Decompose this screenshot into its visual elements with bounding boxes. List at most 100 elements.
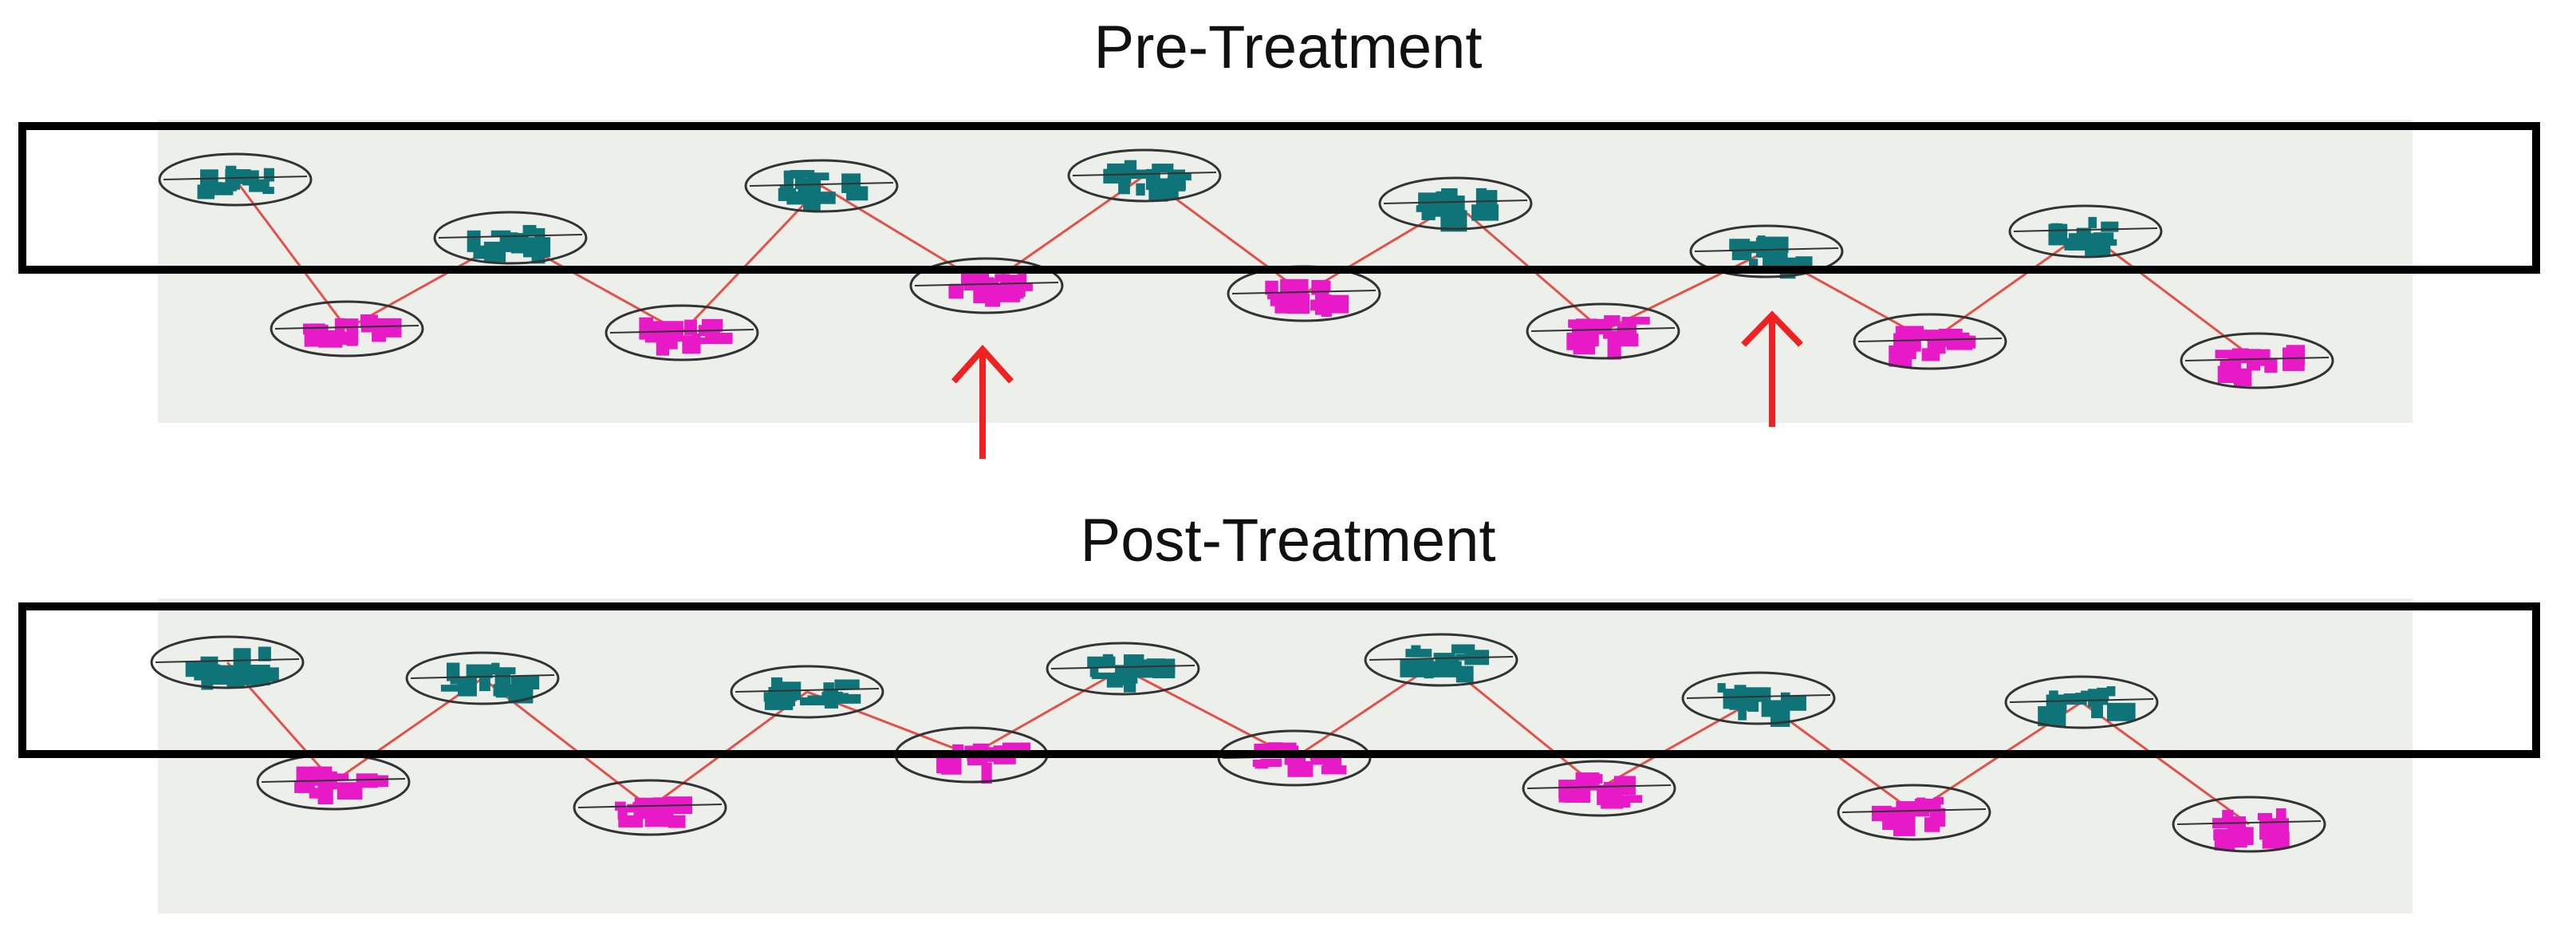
pre-treatment-title: Pre-Treatment bbox=[1093, 14, 1483, 81]
blob-block bbox=[1621, 317, 1650, 325]
blob-block bbox=[846, 186, 869, 201]
cluster-ellipse bbox=[730, 665, 884, 719]
teal-cluster-7 bbox=[2038, 686, 2136, 727]
teal-cluster-1 bbox=[185, 646, 279, 690]
blob-block bbox=[808, 172, 829, 180]
blob-block bbox=[534, 227, 546, 247]
blob-block bbox=[1321, 297, 1332, 317]
cluster-ellipse bbox=[1522, 760, 1676, 817]
blob-block bbox=[1893, 333, 1921, 352]
blob-block bbox=[258, 646, 271, 661]
blob-block bbox=[834, 679, 860, 690]
ellipse-axis bbox=[1369, 656, 1514, 661]
blob-block bbox=[1311, 279, 1329, 295]
teal-cluster-1 bbox=[197, 165, 274, 199]
blob-block bbox=[682, 335, 701, 354]
blob-block bbox=[661, 338, 678, 350]
ellipse-axis bbox=[1694, 247, 1839, 252]
cluster-ellipse bbox=[270, 300, 424, 357]
blob-block bbox=[1784, 695, 1806, 711]
blob-block bbox=[803, 192, 821, 211]
ellipse-axis bbox=[438, 234, 583, 239]
blob-block bbox=[995, 274, 1010, 282]
blob-block bbox=[1089, 665, 1099, 677]
blob-block bbox=[1748, 259, 1759, 271]
cluster-ellipse bbox=[2004, 675, 2159, 729]
blob-block bbox=[1921, 332, 1947, 340]
blob-block bbox=[1167, 176, 1186, 191]
blob-block bbox=[1729, 243, 1751, 251]
blob-block bbox=[479, 675, 490, 692]
blob-block bbox=[1780, 692, 1790, 709]
cluster-ellipse bbox=[2008, 204, 2163, 259]
blob-block bbox=[1581, 318, 1608, 335]
cluster-ellipse bbox=[150, 635, 305, 689]
blob-block bbox=[1321, 765, 1347, 775]
blob-block bbox=[1607, 338, 1621, 360]
blob-block bbox=[1107, 163, 1134, 180]
blob-block bbox=[483, 241, 506, 263]
blob-block bbox=[1265, 280, 1278, 295]
blob-block bbox=[1455, 665, 1474, 683]
blob-block bbox=[1405, 649, 1432, 658]
ellipse-axis bbox=[1841, 808, 1987, 813]
cluster-ellipse bbox=[744, 159, 899, 213]
blob-block bbox=[2220, 359, 2242, 381]
blob-block bbox=[2105, 239, 2117, 246]
ellipse-axis bbox=[1686, 694, 1831, 699]
blob-block bbox=[297, 777, 313, 788]
blob-block bbox=[1451, 644, 1475, 654]
cluster-ellipse bbox=[1046, 642, 1200, 696]
blob-block bbox=[1424, 659, 1434, 679]
pre-treatment-panel bbox=[18, 120, 2540, 423]
teal-cluster-7 bbox=[2048, 216, 2119, 256]
blob-block bbox=[1270, 297, 1294, 306]
blob-block bbox=[356, 773, 378, 788]
blob-block bbox=[522, 224, 537, 235]
blob-block bbox=[1620, 333, 1639, 347]
ellipse-axis bbox=[1530, 327, 1676, 332]
blob-block bbox=[350, 318, 359, 342]
blob-block bbox=[309, 788, 323, 799]
magenta-cluster-4 bbox=[1265, 278, 1349, 317]
blob-block bbox=[2257, 812, 2273, 821]
blob-block bbox=[1143, 659, 1157, 669]
blob-block bbox=[1603, 781, 1628, 794]
cluster-ellipse bbox=[1853, 313, 2007, 370]
blob-block bbox=[821, 694, 845, 703]
ellipse-axis bbox=[274, 325, 419, 330]
post-treatment-panel bbox=[18, 598, 2540, 914]
ellipse-axis bbox=[914, 282, 1059, 286]
ellipse-axis bbox=[749, 182, 894, 187]
blob-block bbox=[1737, 697, 1751, 711]
ellipse-axis bbox=[1857, 338, 2003, 342]
blob-block bbox=[1292, 299, 1303, 311]
ellipse-axis bbox=[410, 674, 555, 679]
blob-block bbox=[225, 165, 237, 176]
blob-block bbox=[199, 169, 219, 185]
blob-block bbox=[1115, 665, 1138, 684]
blob-block bbox=[197, 185, 213, 198]
cluster-ellipse bbox=[2172, 796, 2326, 853]
blob-block bbox=[1895, 326, 1924, 336]
ellipse-axis bbox=[1231, 290, 1377, 294]
blob-block bbox=[967, 758, 988, 766]
blob-block bbox=[1564, 791, 1589, 802]
magenta-cluster-2 bbox=[615, 796, 692, 828]
ellipse-axis bbox=[2013, 227, 2158, 232]
cluster-ellipse bbox=[405, 651, 560, 705]
cluster-ellipse bbox=[909, 257, 1064, 314]
blob-block bbox=[2091, 697, 2103, 719]
blob-block bbox=[1924, 817, 1940, 832]
blob-block bbox=[2097, 687, 2109, 697]
blob-block bbox=[1757, 235, 1766, 250]
blob-block bbox=[2252, 349, 2271, 366]
ellipse-axis bbox=[1072, 172, 1217, 176]
magenta-cluster-6 bbox=[1889, 326, 1976, 367]
blob-block bbox=[1455, 210, 1467, 229]
blob-block bbox=[833, 693, 861, 704]
cluster-ellipse bbox=[1689, 224, 1844, 278]
blob-block bbox=[1102, 654, 1113, 664]
blob-block bbox=[981, 762, 992, 784]
ellipse-axis bbox=[2184, 357, 2330, 361]
